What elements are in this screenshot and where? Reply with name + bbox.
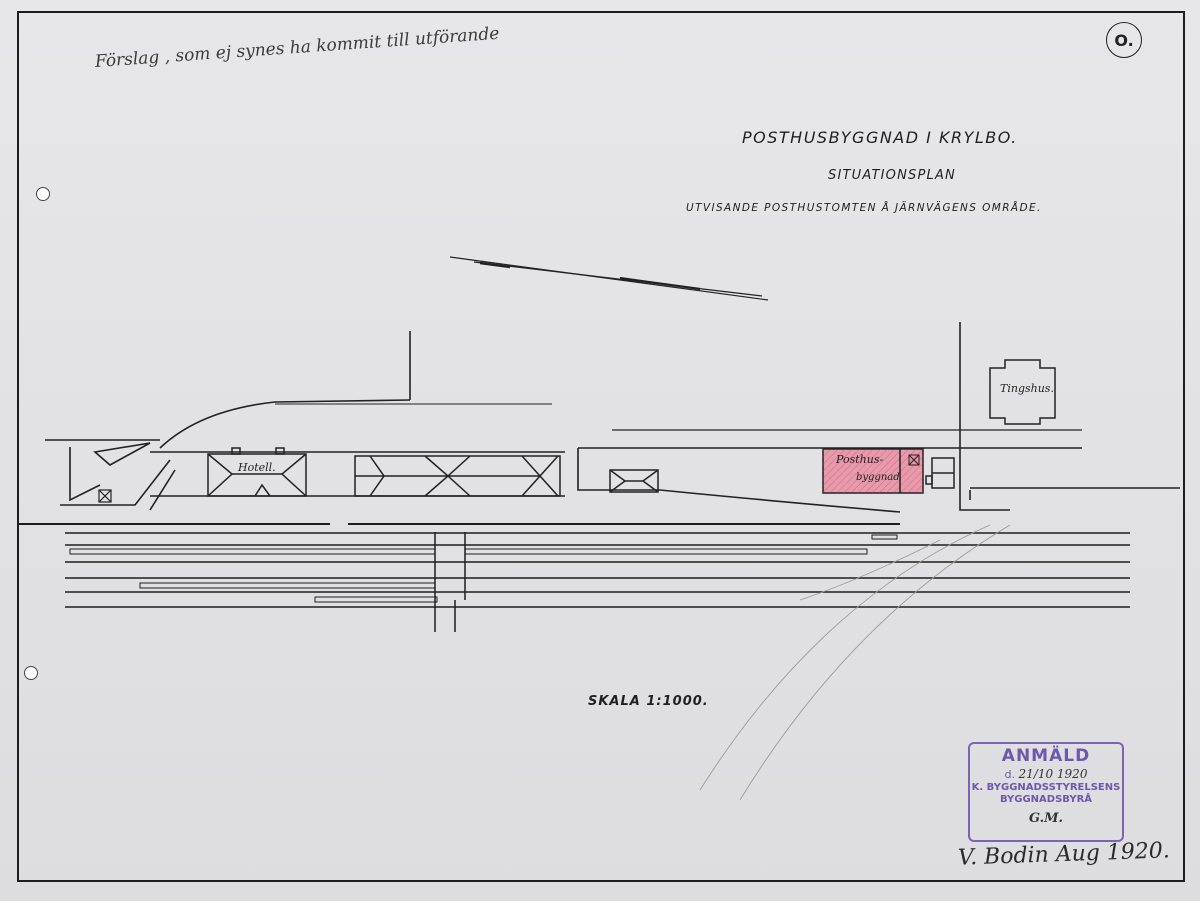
scale-label: SKALA 1:1000. — [588, 694, 709, 709]
post-building-label-1: Posthus- — [836, 453, 884, 466]
title-description: UTVISANDE POSTHUSTOMTEN Å JÄRNVÄGENS OMR… — [686, 202, 1042, 214]
registration-stamp: ANMÄLD d. 21/10 1920 K. BYGGNADSSTYRELSE… — [968, 742, 1124, 842]
stamp-initials: G.M. — [1028, 811, 1064, 826]
post-building-plot — [822, 448, 924, 494]
sheet-number: O. — [1106, 22, 1142, 58]
binder-hole-bottom — [24, 666, 38, 680]
pencil-curves — [699, 524, 1011, 801]
small-markers — [98, 489, 112, 503]
stamp-line-2: BYGGNADSBYRÅ — [999, 794, 1093, 805]
title-sub: SITUATIONSPLAN — [828, 168, 956, 183]
stamp-heading: ANMÄLD — [1001, 746, 1091, 766]
stamp-date: 21/10 1920 — [1018, 767, 1088, 781]
courthouse-label: Tingshus. — [1000, 382, 1054, 395]
stamp-date-prefix: d. — [1004, 768, 1016, 781]
stamp-date-line: d. 21/10 1920 — [970, 767, 1122, 781]
drawing-frame — [17, 11, 1185, 882]
title-main: POSTHUSBYGGNAD I KRYLBO. — [742, 128, 1018, 147]
roads — [45, 322, 1180, 513]
stamp-line-1: K. BYGGNADSSTYRELSENS — [971, 782, 1121, 793]
railway-tracks — [17, 523, 1130, 632]
binder-hole-top — [36, 187, 50, 201]
buildings — [207, 359, 1056, 497]
railway-fragment-north — [449, 256, 769, 301]
post-building-label-2: byggnad — [856, 472, 900, 483]
hotel-label: Hotell. — [238, 461, 276, 474]
